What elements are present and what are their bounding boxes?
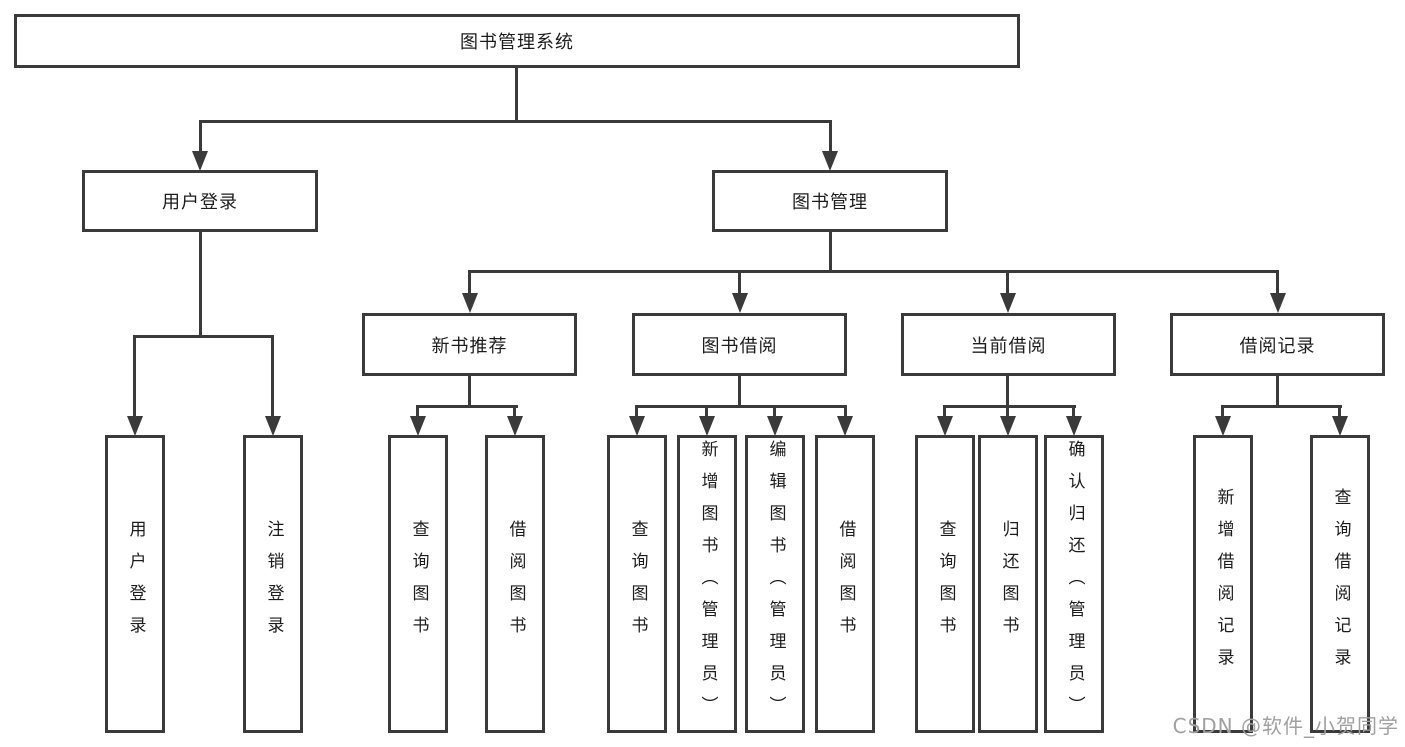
arrow-down-icon [732,293,748,313]
connector-drop-leaf [943,405,946,418]
leaf-label: 编辑图书（管理员） [765,440,786,728]
arrow-down-icon [837,416,853,436]
arrow-down-icon [1332,416,1348,436]
node-library-management-system: 图书管理系统 [14,14,1020,68]
connector-drop-group [468,270,471,296]
node-borrowing-records: 借阅记录 [1170,313,1385,376]
node-book-management: 图书管理 [712,170,948,232]
connector-drop-leaf [635,405,638,418]
leaf-label: 查询图书 [935,520,956,648]
connector-group-stem [468,376,471,408]
leaf-label: 新增图书（管理员） [697,440,718,728]
arrow-down-icon [507,416,523,436]
node-user-login: 用户登录 [82,170,318,232]
node-label: 当前借阅 [970,335,1047,357]
leaf-query-books-borrowing: 查询图书 [607,435,667,733]
leaf-label: 借阅图书 [505,520,526,648]
arrow-down-icon [1000,416,1016,436]
arrow-down-icon [462,293,478,313]
arrow-down-icon [937,416,953,436]
leaf-add-borrow-record: 新增借阅记录 [1193,435,1253,733]
leaf-borrow-books-borrowing: 借阅图书 [815,435,875,733]
leaf-add-books-admin: 新增图书（管理员） [677,435,737,733]
leaf-query-books-recommend: 查询图书 [388,435,448,733]
arrow-down-icon [265,416,281,436]
node-label: 借阅记录 [1239,335,1316,357]
leaf-label: 查询借阅记录 [1330,488,1351,680]
leaf-edit-books-admin: 编辑图书（管理员） [745,435,805,733]
connector-drop-leaf [1072,405,1075,418]
connector-root-stem [515,68,518,123]
leaf-borrow-books-recommend: 借阅图书 [485,435,545,733]
leaf-logout-login: 注销登录 [243,435,303,733]
arrow-down-icon [767,416,783,436]
connector-drop-leaf [773,405,776,418]
leaf-label: 注销登录 [263,520,284,648]
leaf-label: 借阅图书 [835,520,856,648]
connector-drop-leaf [1338,405,1341,418]
node-book-borrowing: 图书借阅 [632,313,847,376]
connector-user-login-stem [199,232,202,338]
node-label: 图书管理 [792,192,868,213]
connector-leaf-bus [943,405,1076,408]
connector-drop-leaf [133,335,136,418]
connector-book-management-stem [829,232,832,273]
leaf-confirm-return-admin: 确认归还（管理员） [1044,435,1104,733]
arrow-down-icon [629,416,645,436]
connector-leaf-bus [635,405,847,408]
node-label: 图书管理系统 [460,32,574,53]
connector-drop-book-management [829,120,832,154]
connector-drop-leaf [513,405,516,418]
leaf-label: 新增借阅记录 [1213,488,1234,680]
connector-drop-group [1276,270,1279,296]
node-label: 用户登录 [162,192,238,213]
connector-leaf-bus [416,405,518,408]
arrow-down-icon [699,416,715,436]
arrow-down-icon [127,416,143,436]
node-new-book-recommendation: 新书推荐 [362,313,577,376]
leaf-label: 确认归还（管理员） [1064,440,1085,728]
connector-drop-leaf [271,335,274,418]
connector-group-stem [1006,376,1009,408]
arrow-down-icon [822,151,838,171]
connector-user-login-bus [133,335,274,338]
connector-level2-bus [199,120,832,123]
arrow-down-icon [1270,293,1286,313]
leaf-query-books-current: 查询图书 [915,435,975,733]
arrow-down-icon [1066,416,1082,436]
leaf-label: 归还图书 [998,520,1019,648]
connector-drop-group [738,270,741,296]
watermark-text: CSDN @软件_小贺同学 [1172,714,1399,738]
connector-drop-leaf [705,405,708,418]
connector-group-stem [1276,376,1279,408]
connector-drop-user-login [199,120,202,154]
connector-drop-leaf [416,405,419,418]
leaf-label: 用户登录 [125,520,146,648]
node-label: 图书借阅 [701,335,778,357]
leaf-query-borrow-record: 查询借阅记录 [1310,435,1370,733]
arrow-down-icon [192,151,208,171]
connector-drop-leaf [844,405,847,418]
leaf-label: 查询图书 [627,520,648,648]
connector-drop-leaf [1006,405,1009,418]
leaf-user-login: 用户登录 [105,435,165,733]
arrow-down-icon [1215,416,1231,436]
connector-group-stem [738,376,741,408]
connector-leaf-bus [1221,405,1342,408]
connector-drop-leaf [1221,405,1224,418]
leaf-return-books: 归还图书 [978,435,1038,733]
arrow-down-icon [410,416,426,436]
node-current-borrowing: 当前借阅 [901,313,1116,376]
node-label: 新书推荐 [431,335,508,357]
arrow-down-icon [1000,293,1016,313]
connector-level3-bus [468,270,1279,273]
connector-drop-group [1006,270,1009,296]
leaf-label: 查询图书 [408,520,429,648]
